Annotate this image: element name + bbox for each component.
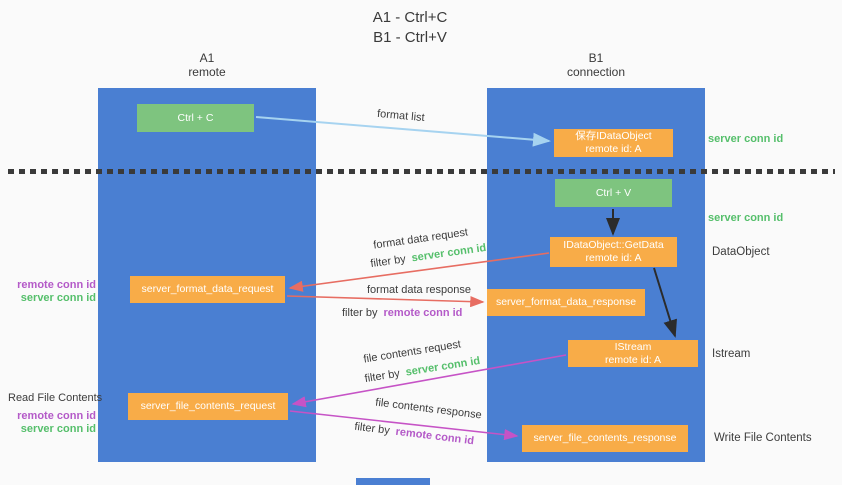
server-conn-id-label-left-1: server conn id [20,292,96,304]
format-data-response-filter-label: filter by remote conn id [342,307,462,319]
server-conn-id-label-top: server conn id [708,133,784,145]
server-format-data-response-label: server_format_data_response [495,296,637,308]
title-line-2: B1 - Ctrl+V [373,29,447,46]
server-file-contents-response-box: server_file_contents_response [522,425,688,452]
save-idataobject-line2: remote id: A [585,143,642,155]
left-conn-id-group-2: remote conn id server conn id [8,410,96,436]
server-format-data-response-box: server_format_data_response [487,289,645,316]
bottom-blue-fragment [356,478,430,485]
lane-b1-title: B1 [588,51,604,65]
left-conn-id-group-1: remote conn id server conn id [8,279,96,305]
read-file-contents-label-wrap: Read File Contents [8,392,103,405]
server-format-data-request-box: server_format_data_request [130,276,285,303]
remote-conn-id-label-2: remote conn id [17,410,96,422]
getdata-line1: IDataObject::GetData [563,239,664,251]
dotted-separator [8,169,835,174]
remote-conn-id-label-1: remote conn id [17,279,96,291]
server-conn-id-label-left-2: server conn id [20,423,96,435]
istream-side-label: Istream [712,348,751,360]
idataobject-getdata-box: IDataObject::GetData remote id: A [550,237,677,267]
lane-a1-subtitle: remote [188,65,226,79]
dataobject-label: DataObject [712,246,770,258]
read-file-contents-label: Read File Contents [8,392,103,404]
format-data-response-arrow [286,295,485,308]
format-data-request-arrow [288,252,550,292]
getdata-to-istream-arrow [653,267,677,338]
format-list-arrow [255,116,551,147]
server-conn-id-label-mid: server conn id [708,212,784,224]
istream-line1: IStream [614,340,652,353]
ctrl-v-box: Ctrl + V [555,179,672,207]
filter-by-text-2: filter by [342,307,378,319]
istream-box: IStream remote id: A [568,340,698,367]
save-idataobject-line1: 保存IDataObject [575,130,652,142]
ctrl-c-label: Ctrl + C [177,111,214,124]
ctrl-v-label: Ctrl + V [595,186,632,199]
format-data-response-label: format data response [367,284,471,296]
title-line-1: A1 - Ctrl+C [372,9,448,26]
diagram-title: A1 - Ctrl+C B1 - Ctrl+V [340,8,480,48]
server-format-data-request-label: server_format_data_request [141,283,274,295]
lane-a1-title: A1 [199,51,215,65]
file-contents-response-arrow [289,410,519,441]
istream-line2: remote id: A [604,353,662,366]
save-idataobject-box: 保存IDataObject remote id: A [554,129,673,157]
file-contents-request-arrow [291,354,567,408]
write-file-contents-label: Write File Contents [714,432,812,444]
ctrl-c-box: Ctrl + C [137,104,254,132]
getdata-line2: remote id: A [585,252,642,264]
filter-remote-conn-id-1: remote conn id [383,307,463,319]
lane-b1-subtitle: connection [566,65,626,79]
server-file-contents-response-label: server_file_contents_response [533,432,677,444]
lane-header-b1: B1 connection [546,51,646,79]
server-file-contents-request-label: server_file_contents_request [140,400,276,412]
server-file-contents-request-box: server_file_contents_request [128,393,288,420]
lane-header-a1: A1 remote [157,51,257,79]
